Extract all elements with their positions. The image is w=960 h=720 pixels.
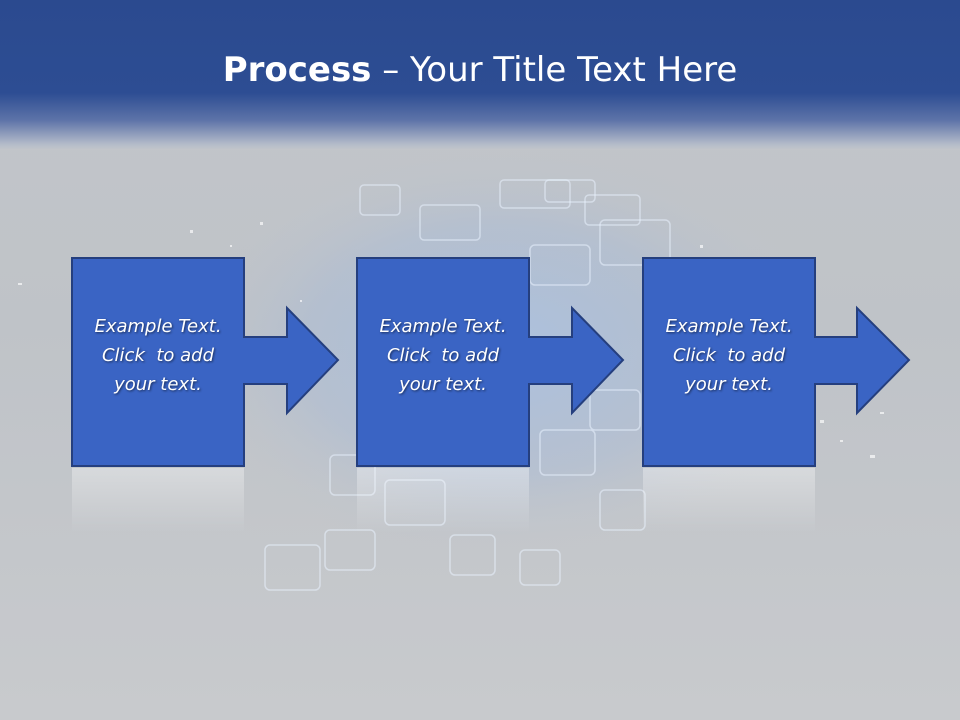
step-2-reflection [357,468,529,533]
step-1-line-3: your text. [114,374,202,395]
step-1-line-2: Click to add [101,345,214,366]
step-1-shape[interactable] [71,257,340,467]
slide-title[interactable]: Process – Your Title Text Here [0,50,960,90]
title-rest: – Your Title Text Here [371,50,738,90]
step-2-line-1: Example Text. [379,316,507,337]
step-2-text[interactable]: Example Text. Click to add your text. [357,312,529,399]
title-bold: Process [222,50,372,90]
step-3-line-1: Example Text. [665,316,793,337]
step-3-line-3: your text. [685,374,773,395]
step-3-line-2: Click to add [672,345,785,366]
step-2-shape[interactable] [356,257,625,467]
step-2-line-2: Click to add [386,345,499,366]
step-3-text[interactable]: Example Text. Click to add your text. [643,312,815,399]
step-1-reflection [72,468,244,533]
step-1-line-1: Example Text. [94,316,222,337]
step-3-shape[interactable] [642,257,911,467]
title-banner [0,0,960,150]
step-3-reflection [643,468,815,533]
step-2-line-3: your text. [399,374,487,395]
step-1-text[interactable]: Example Text. Click to add your text. [72,312,244,399]
